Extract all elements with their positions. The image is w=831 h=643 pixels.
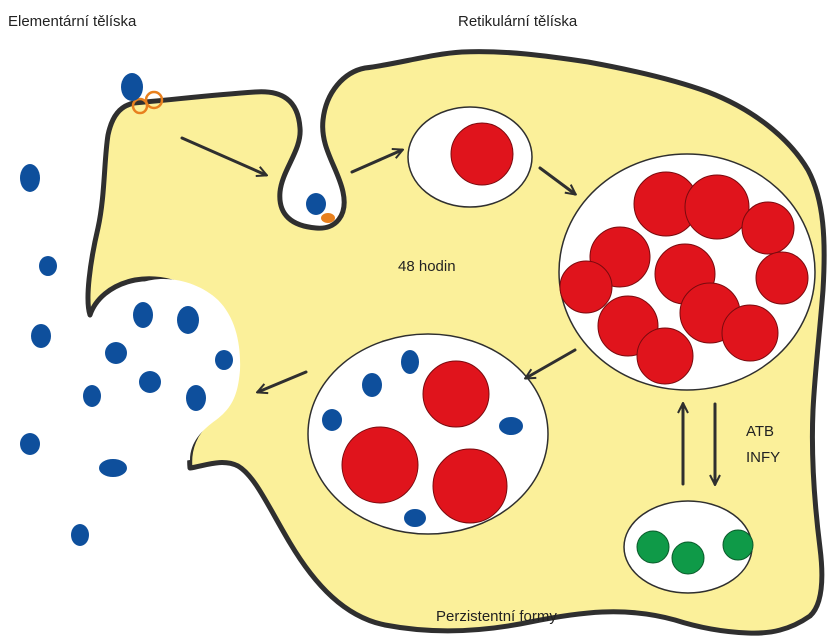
infy-label: INFY bbox=[746, 449, 780, 466]
reticular-body bbox=[756, 252, 808, 304]
elementary-body bbox=[215, 350, 233, 370]
reticular-body bbox=[433, 449, 507, 523]
elementary-body bbox=[306, 193, 326, 215]
elementary-body bbox=[322, 409, 342, 431]
elementary-body bbox=[71, 524, 89, 546]
reticular-body bbox=[722, 305, 778, 361]
receptor-dot bbox=[321, 213, 335, 223]
elementary-body bbox=[139, 371, 161, 393]
atb-label: ATB bbox=[746, 423, 774, 440]
elementary-body bbox=[121, 73, 143, 101]
elementary-body bbox=[186, 385, 206, 411]
reticular-body bbox=[637, 328, 693, 384]
reticular-bodies-label: Retikulární tělíska bbox=[458, 13, 577, 30]
elementary-body bbox=[401, 350, 419, 374]
elementary-body bbox=[404, 509, 426, 527]
reticular-body bbox=[451, 123, 513, 185]
elementary-body bbox=[133, 302, 153, 328]
elementary-body bbox=[83, 385, 101, 407]
elementary-body bbox=[20, 164, 40, 192]
persistent-forms-label: Perzistentní formy bbox=[436, 608, 557, 625]
elementary-body bbox=[20, 433, 40, 455]
persistent-form bbox=[723, 530, 753, 560]
reticular-body bbox=[742, 202, 794, 254]
reticular-body bbox=[423, 361, 489, 427]
reticular-body bbox=[685, 175, 749, 239]
persistent-form bbox=[672, 542, 704, 574]
elementary-body bbox=[499, 417, 523, 435]
duration-label: 48 hodin bbox=[398, 258, 456, 275]
elementary-body bbox=[362, 373, 382, 397]
elementary-body bbox=[31, 324, 51, 348]
reticular-body bbox=[342, 427, 418, 503]
reticular-body bbox=[560, 261, 612, 313]
elementary-body bbox=[177, 306, 199, 334]
persistent-form bbox=[637, 531, 669, 563]
elementary-body bbox=[105, 342, 127, 364]
elementary-body bbox=[99, 459, 127, 477]
elementary-bodies-label: Elementární tělíska bbox=[8, 13, 136, 30]
elementary-body bbox=[39, 256, 57, 276]
